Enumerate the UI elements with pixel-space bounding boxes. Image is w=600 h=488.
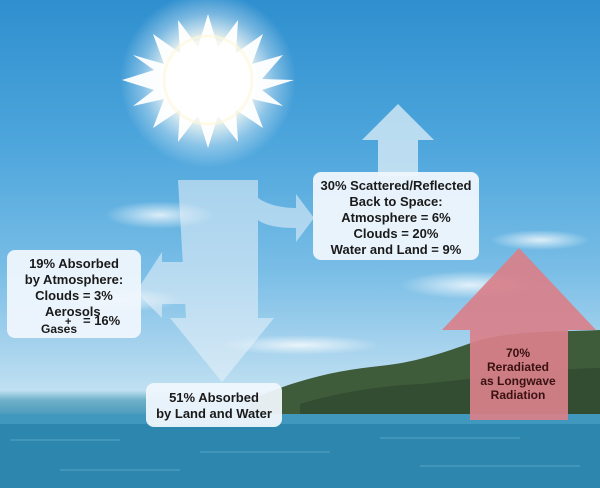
scattered-line-3: Atmosphere = 6% [341,210,451,225]
aerosols-gases-group: Aerosols + Gases = 16% [7,304,141,336]
scattered-line-4: Clouds = 20% [353,226,439,241]
scattered-line-5: Water and Land = 9% [330,242,462,257]
scattered-line-2: Back to Space: [349,194,443,209]
absorbed-atmosphere-label: 19% Absorbed by Atmosphere: Clouds = 3% … [7,250,141,338]
rerad-line-3: as Longwave [480,374,556,388]
incoming-flow-arrow [136,180,314,382]
sea [0,414,600,488]
atm-line-3: Clouds = 3% [35,288,113,303]
reradiated-label: 70% Reradiated as Longwave Radiation [468,346,568,402]
scattered-space-arrow [362,104,434,176]
atm-line-2: by Atmosphere: [24,272,124,287]
atm-line-1: 19% Absorbed [29,256,119,271]
aerosols-gases-value: = 16% [83,313,121,328]
rerad-line-1: 70% [505,346,531,360]
gases-text: Gases [41,322,78,336]
scattered-reflected-label: 30% Scattered/Reflected Back to Space: A… [313,172,479,260]
land-line-1: 51% Absorbed [169,390,259,405]
rerad-line-2: Reradiated [486,360,550,374]
rerad-line-4: Radiation [490,388,546,402]
plus-sign: + [65,316,72,328]
sun-icon [120,0,296,168]
reradiated-arrow [442,248,596,420]
aerosols-text: Aerosols [45,304,101,319]
scattered-line-1: 30% Scattered/Reflected [320,178,472,193]
absorbed-land-label: 51% Absorbed by Land and Water [146,383,282,427]
land-line-2: by Land and Water [156,406,272,421]
